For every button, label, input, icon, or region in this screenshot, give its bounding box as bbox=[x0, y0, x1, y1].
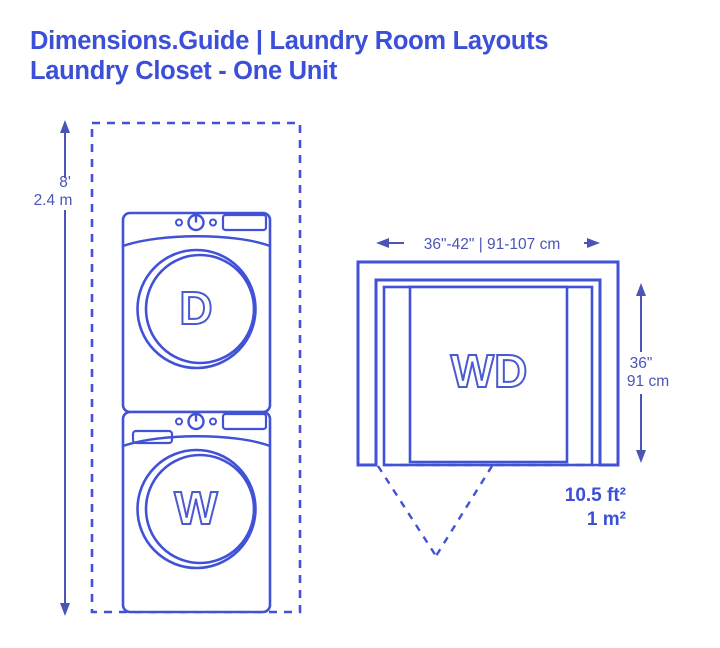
appliance-footprint-plan: WD bbox=[382, 285, 594, 467]
closet-walls-plan bbox=[356, 260, 620, 467]
arrow-head-right-icon bbox=[587, 238, 600, 248]
plan-view: 36"-42" | 91-107 cm WD bbox=[356, 236, 669, 557]
door-swing-left-panel bbox=[376, 465, 438, 557]
plan-width-dimension: 36"-42" | 91-107 cm bbox=[424, 236, 561, 253]
dryer-display-panel bbox=[221, 213, 268, 232]
washer-power-button-icon bbox=[187, 412, 205, 431]
elevation-height-metric: 2.4 m bbox=[34, 192, 73, 209]
dryer-door-outer-ring bbox=[136, 248, 257, 370]
dryer-unit-elevation: D bbox=[121, 211, 272, 414]
dryer-panel-divider bbox=[122, 235, 271, 248]
washer-unit-elevation: W bbox=[121, 410, 272, 614]
depth-dimension-line: 36" 91 cm bbox=[627, 283, 669, 463]
plan-depth-metric: 91 cm bbox=[627, 373, 669, 390]
washer-display-panel bbox=[221, 412, 268, 431]
elevation-height-imperial: 8' bbox=[59, 174, 71, 191]
title-line-primary: Dimensions.Guide | Laundry Room Layouts bbox=[30, 27, 549, 55]
area-annotation: 10.5 ft² 1 m² bbox=[565, 485, 626, 530]
washer-door-inner-ring bbox=[144, 453, 256, 565]
dryer-label: D bbox=[179, 282, 212, 334]
washer-label: W bbox=[174, 482, 218, 534]
dryer-indicator-dot-left bbox=[175, 218, 183, 227]
plan-depth-imperial: 36" bbox=[630, 355, 653, 372]
washer-door-outer-ring bbox=[136, 448, 257, 570]
arrow-head-down-icon bbox=[60, 603, 70, 616]
door-swing-indicator bbox=[376, 465, 494, 557]
arrow-head-left-icon bbox=[376, 238, 389, 248]
dryer-door-inner-ring bbox=[144, 253, 256, 365]
area-imperial: 10.5 ft² bbox=[565, 485, 626, 506]
elevation-view: D W 8' 2 bbox=[34, 120, 302, 616]
height-dimension-line bbox=[60, 120, 70, 616]
plan-appliance-label: WD bbox=[451, 345, 528, 397]
washer-dryer-footprint bbox=[408, 285, 569, 464]
page-title: Dimensions.Guide | Laundry Room Layouts … bbox=[30, 26, 680, 86]
width-dimension-line: 36"-42" | 91-107 cm bbox=[376, 236, 600, 253]
arrow-head-down-icon-depth bbox=[636, 450, 646, 463]
washer-indicator-dot-left bbox=[175, 417, 183, 426]
door-swing-right-panel bbox=[434, 465, 494, 557]
area-metric: 1 m² bbox=[587, 509, 626, 530]
title-line-secondary: Laundry Closet - One Unit bbox=[30, 57, 338, 85]
arrow-head-up-icon bbox=[60, 120, 70, 133]
dryer-indicator-dot-right bbox=[209, 218, 217, 227]
washer-indicator-dot-right bbox=[209, 417, 217, 426]
dryer-power-button-icon bbox=[187, 213, 205, 232]
washer-panel-divider bbox=[122, 435, 271, 448]
arrow-head-up-icon-depth bbox=[636, 283, 646, 296]
